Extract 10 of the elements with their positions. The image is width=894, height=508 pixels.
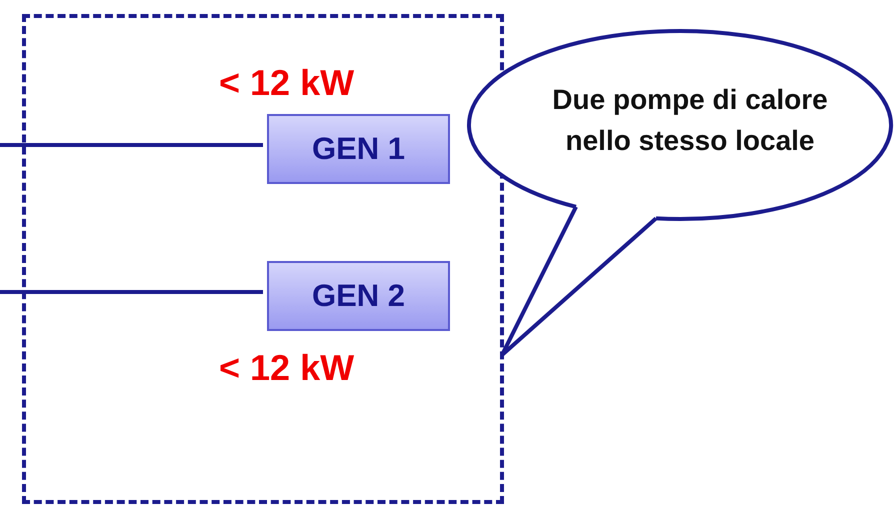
callout-tail (500, 204, 658, 357)
line (0, 290, 263, 294)
power-label: < 12 kW (219, 62, 354, 104)
speech-bubble (466, 28, 894, 224)
line (0, 143, 263, 147)
room-boundary (22, 14, 504, 504)
bubble-text: Due pompe di calore nello stesso locale (551, 83, 829, 158)
generator-box: GEN 2 (267, 261, 450, 331)
power-label: < 12 kW (219, 347, 354, 389)
generator-box: GEN 1 (267, 114, 450, 184)
